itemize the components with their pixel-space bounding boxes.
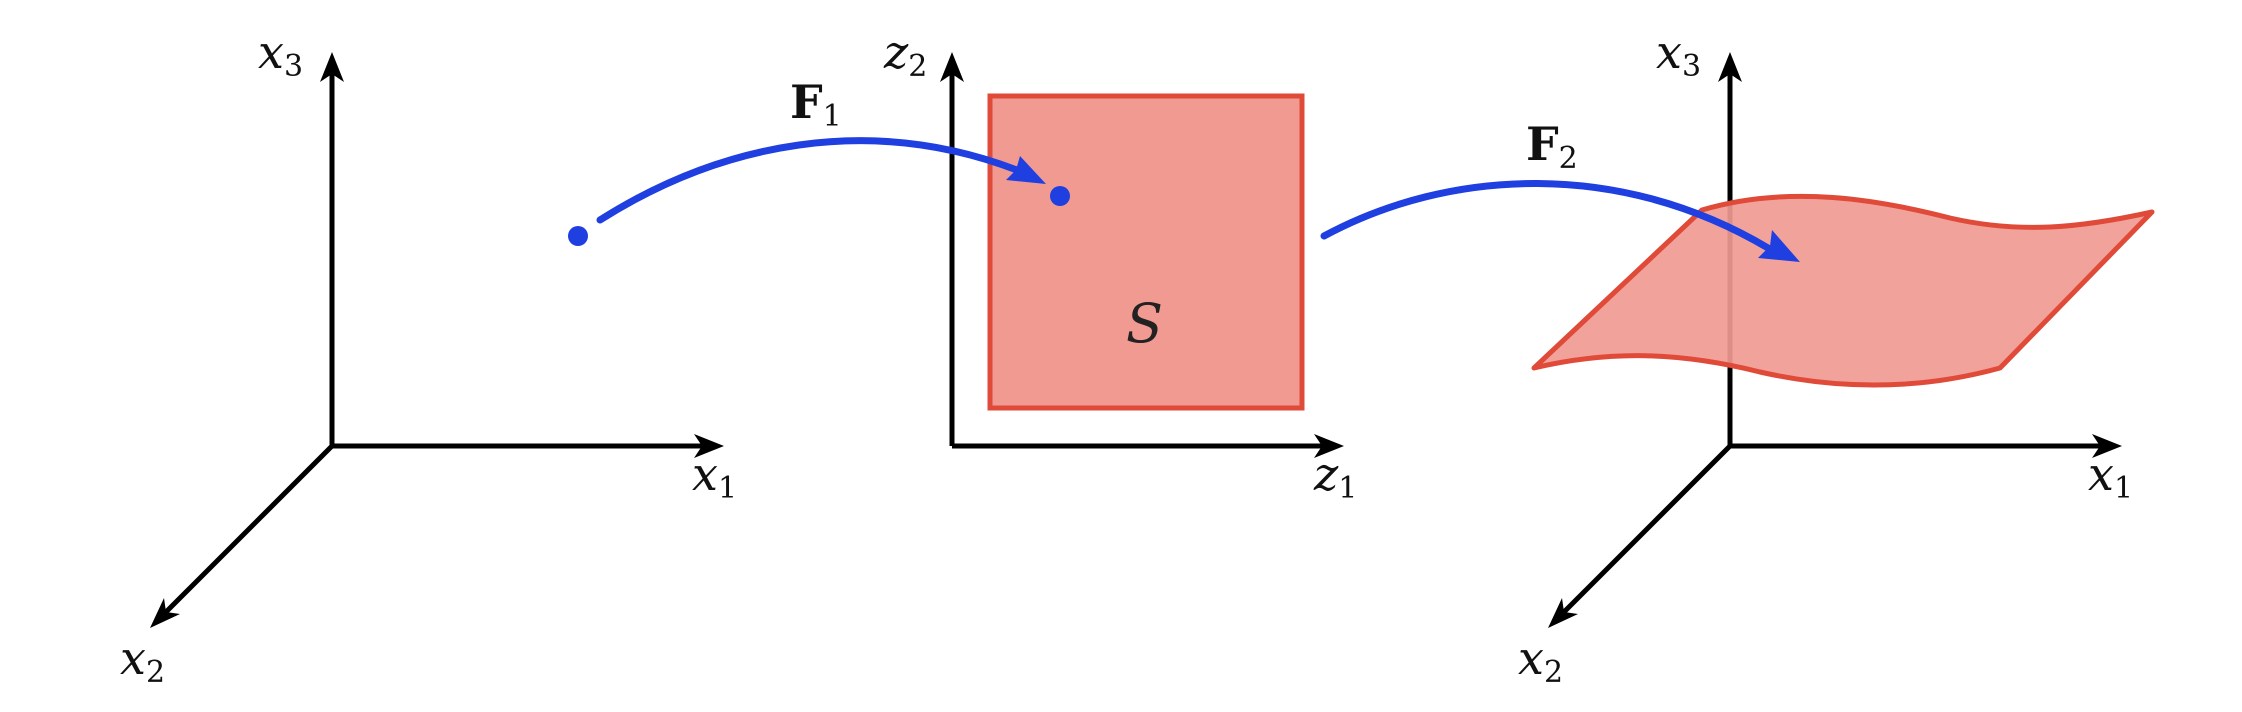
map-f1-label: F1 xyxy=(790,75,842,134)
image-point xyxy=(1050,186,1070,206)
middle-axis-up-arrowhead xyxy=(940,52,964,82)
left-frame: x3 x1 x2 xyxy=(120,25,737,690)
map-f2-label: F2 xyxy=(1526,117,1578,176)
left-axis-up-arrowhead xyxy=(320,52,344,82)
right-diag-axis-label: x2 xyxy=(1518,631,1563,690)
map-f2-arrowhead xyxy=(1758,230,1800,262)
right-axis-up-arrowhead xyxy=(1718,52,1742,82)
middle-frame: z2 z1 S xyxy=(883,25,1357,506)
right-axis-diag-arrowhead xyxy=(1548,598,1578,628)
right-axis-right-arrowhead xyxy=(2092,434,2122,458)
left-up-axis-label: x3 xyxy=(258,25,303,84)
left-axis-right-arrowhead xyxy=(694,434,724,458)
embedded-surface xyxy=(1531,193,2155,388)
map-f1: F1 xyxy=(596,75,1046,224)
right-frame: x3 x1 x2 xyxy=(1518,25,2155,690)
left-diag-axis-label: x2 xyxy=(120,631,165,690)
left-axis-diag xyxy=(156,444,334,622)
parameter-region xyxy=(987,93,1305,411)
map-f2: F2 xyxy=(1320,117,1800,262)
region-label: S xyxy=(1126,292,1163,355)
right-axis-diag xyxy=(1554,444,1732,622)
left-axis-diag-arrowhead xyxy=(150,598,180,628)
map-f2-arrow xyxy=(1320,180,1772,252)
middle-up-axis-label: z2 xyxy=(883,25,927,84)
source-point xyxy=(568,226,588,246)
left-right-axis-label: x1 xyxy=(692,447,737,506)
map-f1-arrow xyxy=(596,137,1026,224)
middle-right-axis-label: z1 xyxy=(1313,447,1357,506)
right-right-axis-label: x1 xyxy=(2088,447,2133,506)
middle-axis-right-arrowhead xyxy=(1314,434,1344,458)
map-f1-arrowhead xyxy=(1006,156,1046,184)
right-up-axis-label: x3 xyxy=(1656,25,1701,84)
